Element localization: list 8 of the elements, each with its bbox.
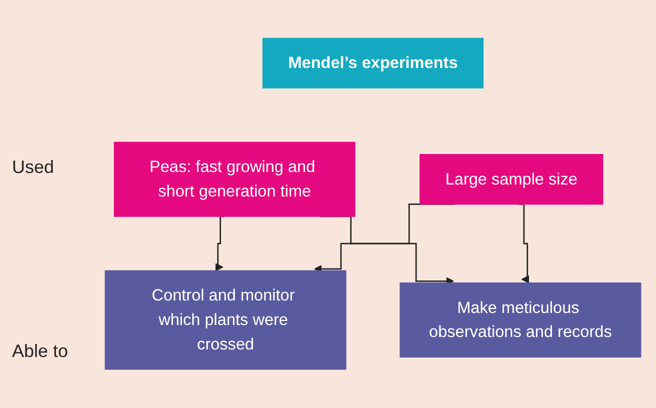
node-box: Control and monitor which plants were crossed <box>104 270 346 370</box>
node-box: Peas: fast growing and short generation time <box>114 142 356 218</box>
node-box: Make meticulous observations and records <box>400 282 642 358</box>
row-label: Able to <box>12 341 68 362</box>
node-box: Large sample size <box>420 154 604 205</box>
arrow <box>215 216 224 272</box>
row-label: Used <box>12 156 54 178</box>
node-box: Mendel’s experiments <box>262 38 484 89</box>
